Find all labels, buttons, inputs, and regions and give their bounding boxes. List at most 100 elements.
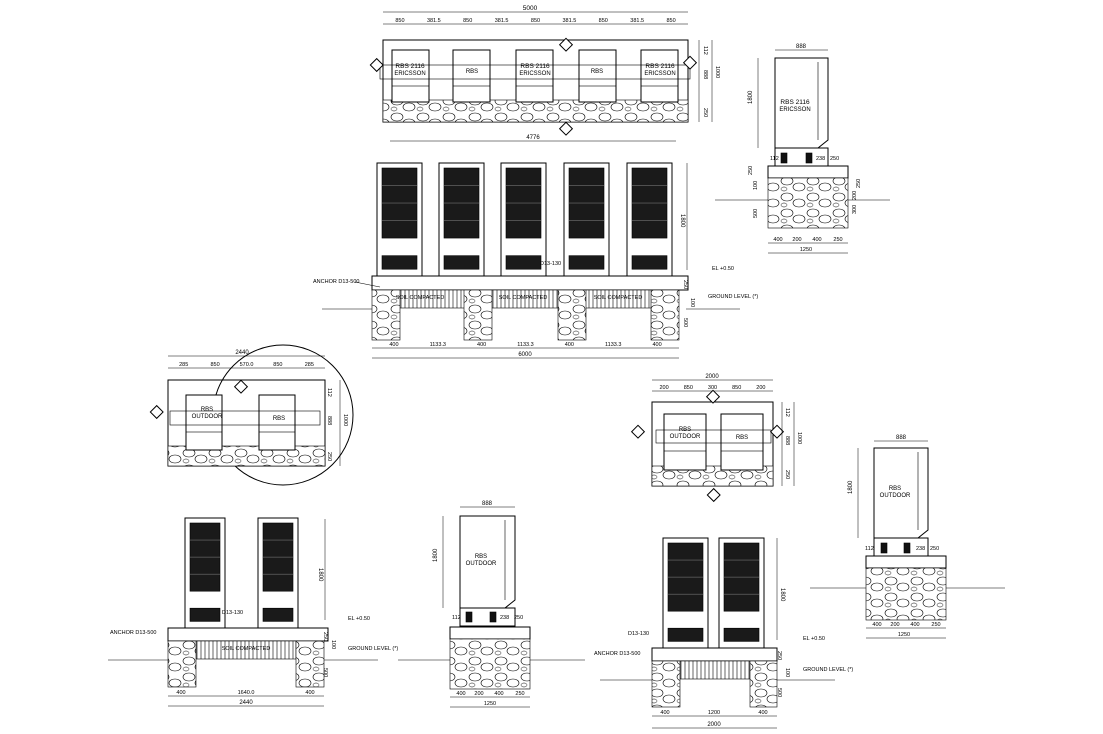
- te-cabinet-base-1: [381, 255, 418, 270]
- top-plan-seg-4: 381.5: [495, 18, 509, 24]
- st-left-3: 500: [753, 209, 759, 218]
- tp-label-3: RBS 2116: [520, 63, 550, 70]
- st-top-3: 250: [830, 156, 839, 162]
- sm-bot-overall: 1250: [898, 632, 910, 638]
- top-elev-seg-2: 1133.3: [430, 342, 446, 348]
- ble-el: EL +0.50: [348, 616, 370, 622]
- bre-bot-3: 400: [758, 710, 767, 716]
- top-plan-seg-9: 850: [666, 18, 675, 24]
- te-cabinet-base-2: [443, 255, 480, 270]
- top-elev-seg-6: 1133.3: [605, 342, 621, 348]
- top-plan-seg-3: 850: [463, 18, 472, 24]
- tp-label-4: RBS: [591, 69, 603, 75]
- mrp-right-2: 888: [784, 436, 790, 445]
- st-bot-4: 250: [833, 237, 842, 243]
- te-right-2: 100: [689, 298, 695, 307]
- tp-label-1: RBS 2116: [395, 63, 425, 70]
- top-plan-bottom-overall: 4776: [526, 135, 540, 141]
- st-top-1: 112: [770, 156, 779, 162]
- bms-bot-overall: 1250: [484, 701, 496, 707]
- sm-bot-1: 400: [872, 622, 881, 628]
- mrp-overall: 2000: [705, 374, 719, 380]
- mrp-right-3: 1000: [796, 432, 802, 444]
- st-bot-overall: 1250: [800, 247, 812, 253]
- bre-cabinet-base-2: [723, 627, 760, 642]
- mrp-label-1: RBS: [679, 427, 691, 433]
- te-height: 1800: [679, 214, 685, 228]
- bre-right-3: 500: [776, 688, 782, 697]
- sm-top-1: 112: [865, 546, 874, 552]
- mrp-label-2: RBS: [736, 435, 748, 441]
- mrp-right-1: 112: [784, 408, 790, 417]
- bre-el: EL +0.50: [803, 636, 825, 642]
- te-overall: 6000: [518, 352, 532, 358]
- bre-d13: D13-130: [628, 631, 649, 637]
- sm-label-2: OUTDOOR: [880, 493, 911, 499]
- mlp-right-2: 888: [326, 416, 332, 425]
- bre-right-1: 250: [776, 651, 782, 660]
- mlp-overall: 2440: [235, 350, 249, 356]
- sm-label-1: RBS: [889, 486, 901, 492]
- st-left-2: 250: [748, 166, 754, 175]
- bre-right-2: 100: [784, 668, 790, 677]
- te-soil-3: SOIL COMPACTED: [594, 295, 643, 301]
- ble-right-2: 100: [330, 640, 336, 649]
- te-soil-1: SOIL COMPACTED: [396, 295, 445, 301]
- bms-top-3: 250: [514, 615, 523, 621]
- te-cabinet-base-4: [568, 255, 605, 270]
- ble-ground: GROUND LEVEL (*): [348, 646, 398, 652]
- mlp-label-1: RBS: [201, 407, 213, 413]
- tp-label-2: RBS: [466, 69, 478, 75]
- top-plan-right-1: 112: [702, 46, 708, 55]
- top-plan-seg-1: 850: [395, 18, 404, 24]
- bre-anchor: ANCHOR D13-500: [594, 651, 640, 657]
- sm-top-3: 250: [930, 546, 939, 552]
- mlp-right-4: 250: [326, 452, 332, 461]
- ble-bot-2: 1640.0: [238, 690, 255, 696]
- top-elevation-view: SOIL COMPACTED SOIL COMPACTED SOIL COMPA…: [313, 162, 758, 359]
- bottom-left-elevation-view: SOIL COMPACTED ANCHOR D13-500 D13-130 EL…: [108, 517, 398, 707]
- st-right-3: 300: [852, 205, 858, 214]
- sm-height: 1800: [848, 480, 854, 494]
- te-cabinet-base-3: [505, 255, 542, 270]
- top-plan-seg-7: 850: [599, 18, 608, 24]
- te-el: EL +0.50: [712, 266, 734, 272]
- te-right-1: 250: [682, 280, 688, 289]
- ble-overall: 2440: [239, 700, 253, 706]
- st-bot-2: 200: [792, 237, 801, 243]
- top-plan-overall: 5000: [523, 5, 538, 12]
- bre-bot-2: 1200: [708, 710, 720, 716]
- mid-right-plan-seg-3: 300: [708, 385, 717, 391]
- top-plan-seg-8: 381.5: [630, 18, 644, 24]
- top-elev-seg-3: 400: [477, 342, 486, 348]
- st-right-1: 250: [856, 179, 862, 188]
- st-left-1: 100: [753, 181, 759, 190]
- top-elev-seg-7: 400: [652, 342, 661, 348]
- mid-right-plan-seg-5: 200: [756, 385, 765, 391]
- mlp-right-3: 1000: [342, 414, 348, 426]
- te-soil-2: SOIL COMPACTED: [499, 295, 548, 301]
- ble-soil: SOIL COMPACTED: [222, 646, 271, 652]
- mrp-label-1b: OUTDOOR: [670, 434, 701, 440]
- st-right-2: 200: [852, 191, 858, 200]
- mid-left-plan-seg-4: 850: [273, 362, 282, 368]
- ble-bot-3: 400: [305, 690, 314, 696]
- te-ground: GROUND LEVEL (*): [708, 294, 758, 300]
- top-plan-right-2: 888: [702, 70, 708, 79]
- bre-height: 1800: [779, 588, 785, 602]
- bre-cabinet-base-1: [667, 627, 704, 642]
- mlp-right-1: 112: [326, 388, 332, 397]
- bms-bot-4: 250: [515, 691, 524, 697]
- tp-label-3b: ERICSSON: [519, 71, 550, 77]
- ble-height: 1800: [317, 568, 323, 582]
- sm-bot-2: 200: [890, 622, 899, 628]
- st-width: 888: [796, 44, 807, 50]
- sm-bot-4: 250: [931, 622, 940, 628]
- tp-label-1b: ERICSSON: [394, 71, 425, 77]
- top-plan-right-4: 250: [702, 108, 708, 117]
- bms-bot-2: 200: [474, 691, 483, 697]
- st-top-2: 238: [816, 156, 825, 162]
